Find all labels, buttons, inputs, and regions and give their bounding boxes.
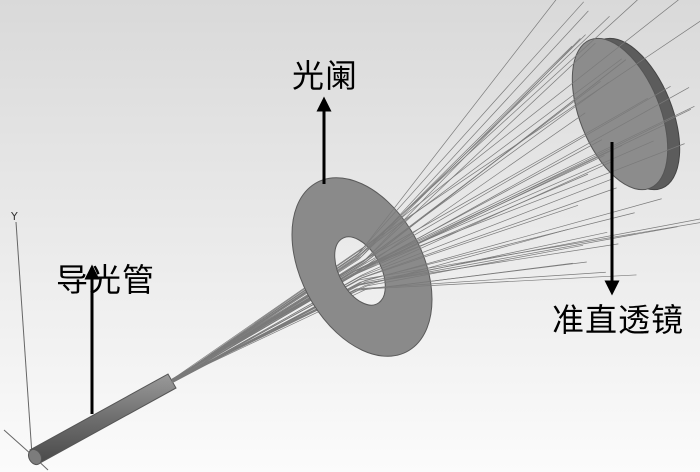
ray-segment <box>357 45 573 259</box>
ray-segment <box>359 179 611 278</box>
ray-segment <box>359 0 679 251</box>
ray-bundle-front <box>352 0 700 291</box>
ray-segment <box>360 204 579 279</box>
ray-segment <box>361 187 617 279</box>
ray-segment <box>358 226 678 286</box>
aperture-label: 光阑 <box>292 57 359 95</box>
ray-segment <box>365 42 596 260</box>
ray-segment <box>360 82 609 263</box>
ray-segment <box>356 112 586 273</box>
ray-segment <box>352 97 649 267</box>
collimating-lens-label: 准直透镜 <box>552 301 685 339</box>
ray-segment <box>356 271 606 290</box>
ray-segment <box>354 173 589 276</box>
ray-segment <box>365 262 573 290</box>
ray-segment <box>366 108 692 269</box>
ray-segment <box>354 144 623 275</box>
ray-segment <box>356 274 637 290</box>
ray-segment <box>365 218 700 283</box>
ray-segment <box>359 139 603 270</box>
light-guide-tube <box>27 373 177 466</box>
light-guide-label: 导光管 <box>56 261 156 299</box>
ray-segment <box>360 243 619 285</box>
y-axis-label: Y <box>11 210 18 223</box>
ray-segment <box>365 229 568 286</box>
ray-segment <box>359 0 557 253</box>
x-axis-line <box>3 429 33 456</box>
ray-segment <box>356 1 584 256</box>
callout-arrows <box>84 96 620 414</box>
ray-segment <box>353 143 685 272</box>
light-guide-end-face <box>27 448 43 466</box>
ray-segment <box>354 105 695 271</box>
ray-segment <box>361 160 615 276</box>
ray-segment <box>355 231 608 287</box>
ray-segment <box>354 58 623 259</box>
ray-segment <box>358 10 589 260</box>
ray-segment <box>358 86 671 268</box>
ray-segment <box>365 212 635 281</box>
aperture-annulus <box>291 177 433 357</box>
y-axis-line <box>15 221 33 456</box>
ray-segment <box>366 244 584 287</box>
ray-segment <box>355 140 654 272</box>
ray-segment <box>359 222 700 281</box>
